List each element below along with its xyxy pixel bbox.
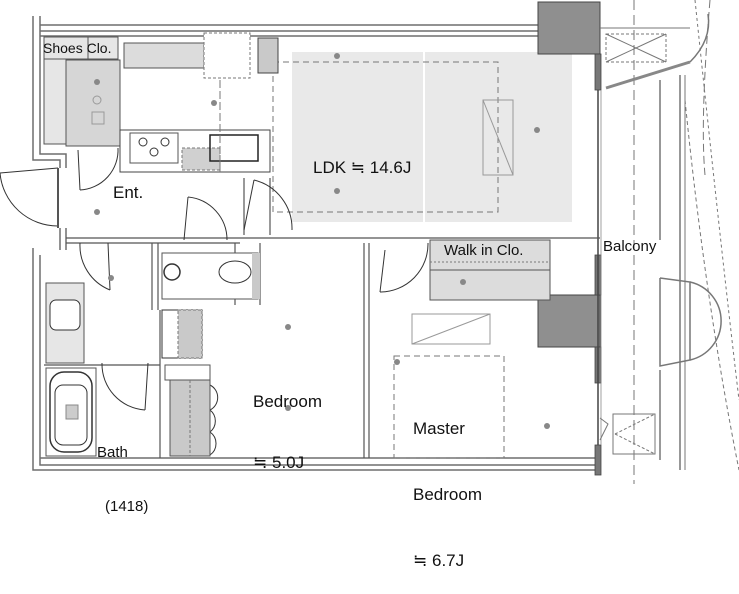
room-label-bath: Bath (1418) [97, 408, 148, 534]
room-label-entrance: Ent. [113, 183, 144, 202]
bath-size: (1418) [105, 498, 149, 515]
master-bedroom-name-line1: Master [413, 419, 465, 438]
fridge [257, 37, 279, 74]
toilet-room [161, 252, 260, 300]
structural-column-top [537, 1, 601, 55]
washroom [45, 282, 211, 457]
bath-name: Bath [97, 444, 128, 461]
doors [79, 179, 429, 456]
desk-master [411, 313, 491, 345]
walk-in-closet [429, 239, 551, 301]
room-label-ldk: LDK ≒ 14.6J [313, 158, 412, 177]
balcony [599, 0, 739, 484]
outer-walls [32, 16, 600, 471]
shoes-closet [43, 36, 121, 147]
entrance-door [0, 147, 119, 228]
tv-board [482, 99, 514, 176]
fixture-symbols [94, 53, 550, 429]
kitchen [119, 32, 271, 173]
room-label-walk-in-closet: Walk in Clo. [444, 242, 524, 259]
room-label-master-bedroom: Master Bedroom ≒ 6.7J [413, 374, 482, 594]
bathtub [45, 367, 97, 457]
internal-walls [44, 178, 600, 458]
master-bedroom-name-line2: Bedroom [413, 485, 482, 504]
bed-outline-master [393, 355, 505, 459]
bedroom-size: ≒ 5.0J [253, 452, 305, 472]
master-bedroom-size: ≒ 6.7J [413, 551, 465, 570]
structural-column-mid [537, 294, 601, 348]
room-label-shoes-closet: Shoes Clo. [43, 40, 112, 56]
floor-plan [0, 0, 739, 484]
room-label-balcony: Balcony [603, 238, 657, 255]
room-label-bedroom: Bedroom ≒ 5.0J [253, 351, 322, 494]
bedroom-name: Bedroom [253, 391, 322, 411]
